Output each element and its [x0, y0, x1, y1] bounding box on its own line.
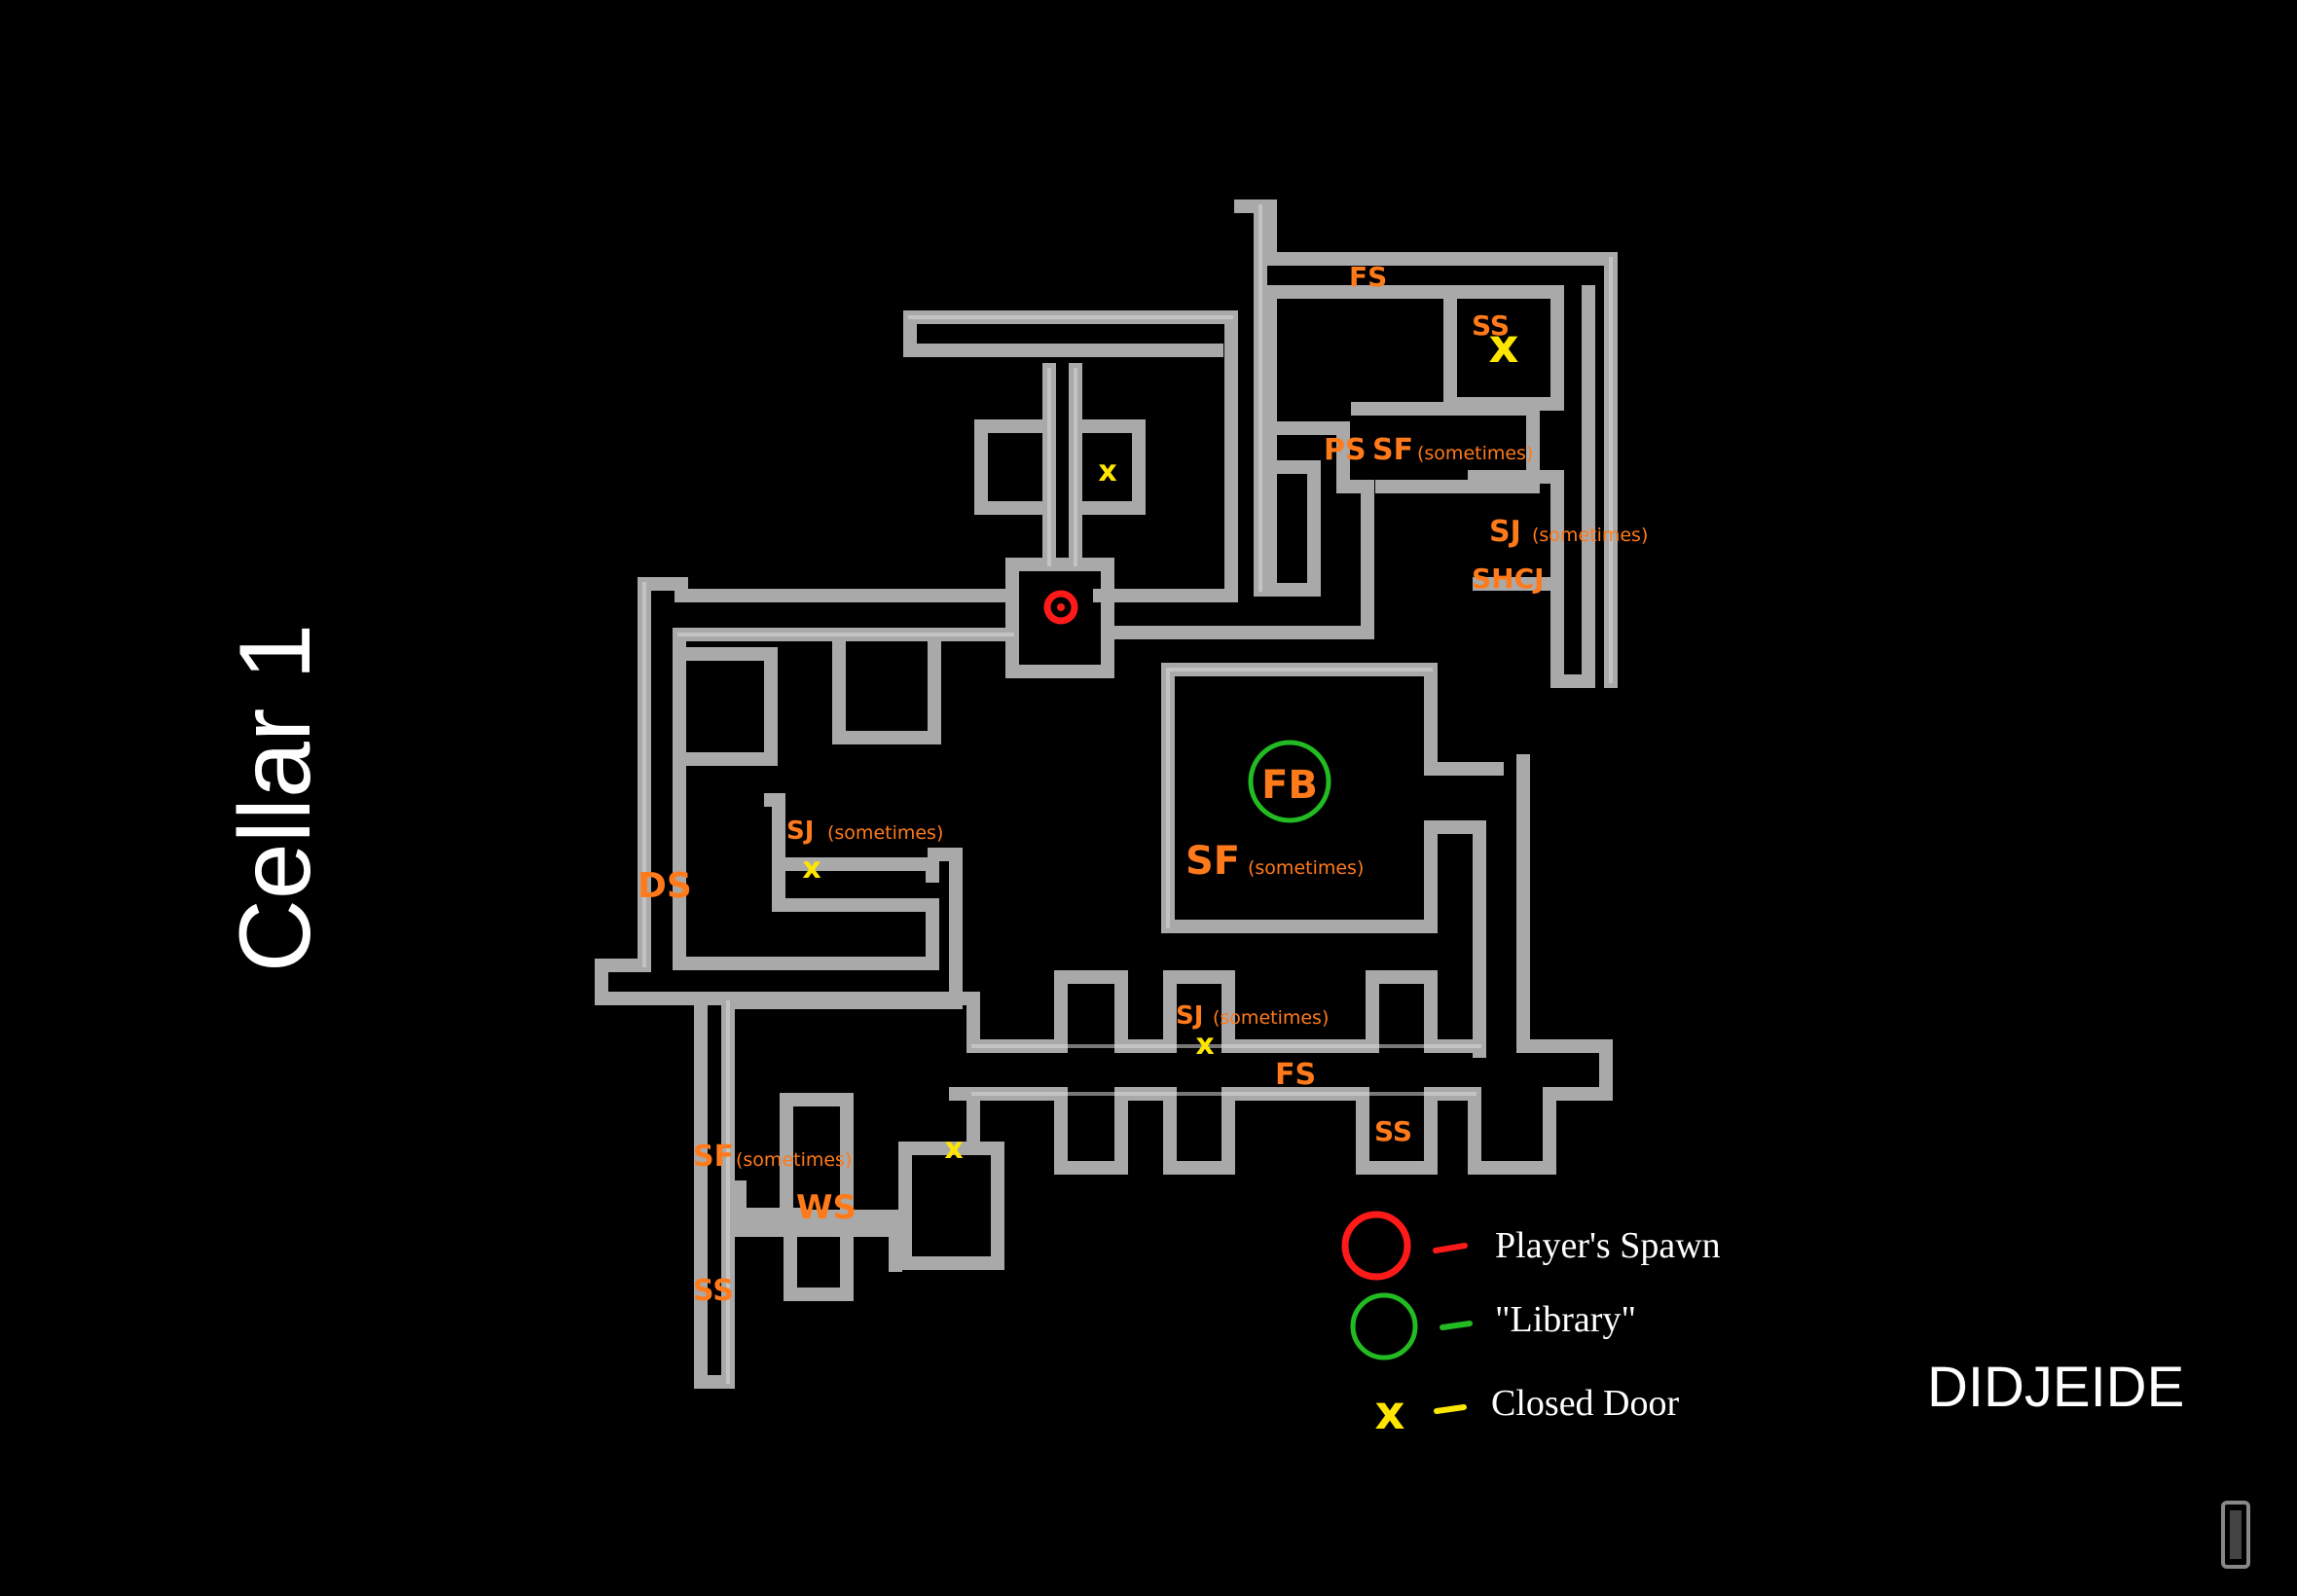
label-shcj: SHCJ — [1472, 562, 1545, 595]
player-spawn-marker — [1043, 590, 1078, 625]
label-ss-bottom-left: SS — [693, 1274, 734, 1308]
label-sj-bottom: SJ — [1176, 1001, 1203, 1031]
map-walls-highlight — [642, 204, 1613, 1384]
library-ring-icon — [1248, 740, 1331, 823]
library-label: FB — [1261, 763, 1318, 808]
label-ps: PS — [1324, 433, 1367, 467]
watermark-icon — [2221, 1501, 2250, 1569]
label-sj-left-note: (sometimes) — [827, 822, 943, 844]
legend-item-library: "Library" — [1350, 1292, 1636, 1360]
spawn-ring-icon — [1043, 590, 1078, 625]
map-legend: Player's Spawn "Library" x Closed Door — [1341, 1211, 1721, 1440]
map-labels: FS SS PS SF (sometimes) SJ (sometimes) S… — [638, 261, 1648, 1308]
closed-door-icon: x — [802, 852, 820, 886]
closed-door-icon: x — [1489, 319, 1519, 374]
label-sj-right: SJ — [1489, 515, 1521, 549]
legend-item-closed-door: x Closed Door — [1375, 1383, 1680, 1440]
green-dash-icon — [1440, 1321, 1473, 1330]
label-ss-top-right: SS — [1472, 309, 1510, 342]
green-circle-icon — [1350, 1292, 1418, 1360]
spawn-dot-icon — [1057, 603, 1065, 611]
label-fs-bottom: FS — [1275, 1058, 1316, 1092]
label-sf-library: SF — [1185, 839, 1240, 884]
label-sf-top-note: (sometimes) — [1417, 443, 1533, 464]
label-fs-top: FS — [1349, 261, 1387, 293]
legend-label-spawn: Player's Spawn — [1495, 1225, 1721, 1266]
library-marker: FB — [1248, 740, 1331, 823]
author-credit: DIDJEIDE — [1927, 1356, 2184, 1419]
closed-doors: x x x x x — [802, 319, 1518, 1166]
label-sf-library-note: (sometimes) — [1248, 857, 1364, 879]
legend-label-library: "Library" — [1495, 1299, 1636, 1340]
yellow-dash-icon — [1434, 1404, 1467, 1414]
label-sf-bottom-left-note: (sometimes) — [736, 1149, 852, 1171]
label-sf-bottom-left: SF — [693, 1140, 734, 1174]
label-sj-right-note: (sometimes) — [1532, 525, 1648, 546]
page-title: Cellar 1 — [219, 624, 332, 972]
closed-door-icon: x — [1195, 1028, 1214, 1062]
label-ds: DS — [638, 866, 692, 906]
red-dash-icon — [1433, 1243, 1468, 1253]
label-sj-bottom-note: (sometimes) — [1213, 1007, 1329, 1029]
closed-door-icon: x — [944, 1132, 963, 1166]
label-ss-bottom: SS — [1374, 1115, 1412, 1147]
yellow-x-icon: x — [1375, 1386, 1405, 1440]
label-ws: WS — [796, 1188, 857, 1227]
red-circle-icon — [1341, 1211, 1411, 1281]
legend-item-spawn: Player's Spawn — [1341, 1211, 1721, 1281]
legend-label-closed-door: Closed Door — [1491, 1383, 1680, 1424]
label-sf-top: SF — [1372, 433, 1413, 467]
closed-door-icon: x — [1098, 454, 1116, 489]
label-sj-left: SJ — [786, 816, 814, 846]
